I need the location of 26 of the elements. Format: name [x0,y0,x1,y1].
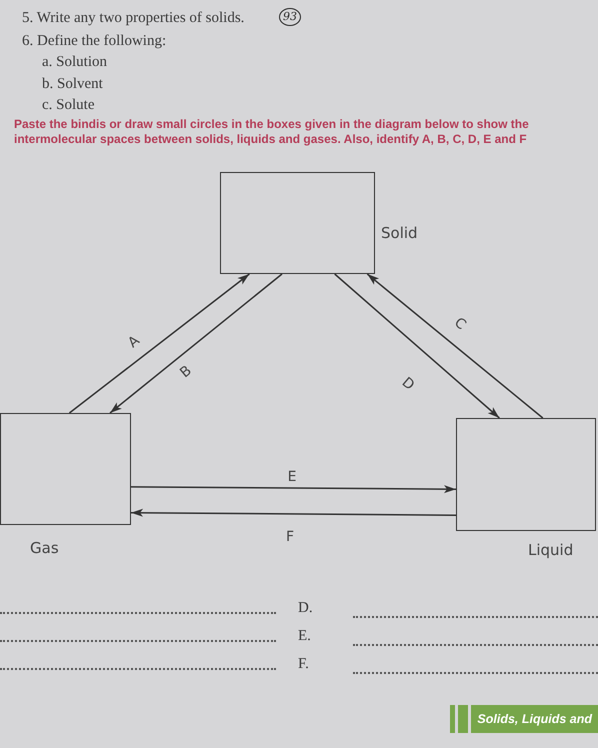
list-item: c. Solute [42,96,94,114]
phase-label: Gas [30,539,59,557]
arrow [366,273,544,419]
phase-label: Solid [381,224,418,242]
list-item: b. Solvent [42,75,103,93]
edge-label: F [286,529,294,545]
question-text: 6. Define the following: [22,32,166,50]
arrow [131,508,456,517]
arrow [131,485,456,494]
handwritten-note: 93 [279,8,301,26]
edge-label: D [398,374,418,394]
list-item: a. Solution [42,53,108,71]
arrow [110,273,282,414]
phase-label: Liquid [528,541,574,559]
chapter-banner: Solids, Liquids and [471,705,598,733]
arrow [334,273,500,419]
question-text: 5. Write any two properties of solids. [22,9,244,27]
answer-letter: E. [298,627,311,645]
edge-label: A [125,332,143,352]
instruction-text: Paste the bindis or draw small circles in the boxes given in the diagram below to show the intermolecular spaces between solids, liquids and gases. Also, identify A, B, C, D, E and F [14,117,530,147]
answer-letter: F. [298,655,309,673]
edge-label: C [451,314,469,334]
edge-label: E [288,469,296,485]
edge-label: B [177,362,195,382]
arrow [68,273,250,414]
answer-letter: D. [298,599,313,617]
